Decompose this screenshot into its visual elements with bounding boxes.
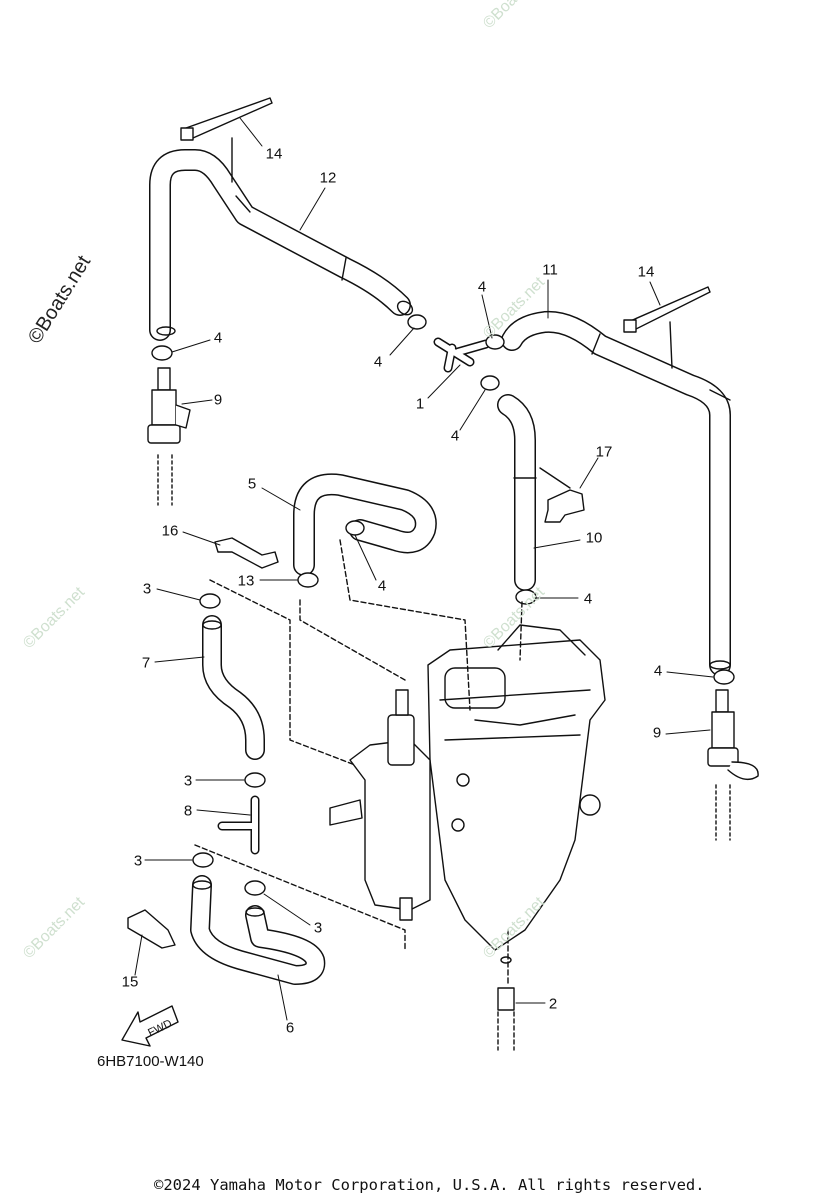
holder-part-16 [214,537,279,569]
part-label: 14 [637,263,655,281]
part-label: 9 [652,724,662,742]
part-label: 4 [377,577,387,595]
hose-part-10 [497,394,537,591]
joint-part-1 [433,337,491,373]
part-label: 4 [653,662,663,680]
part-label: 4 [583,590,593,608]
part-label: 10 [585,529,603,547]
part-label: 13 [237,572,255,590]
cable-tie-part-14-right [623,286,711,369]
pipe-part-2 [497,956,515,1051]
part-label: 12 [319,169,337,187]
hose-part-12 [149,149,414,341]
hose-part-7 [202,615,265,760]
part-label: 3 [183,772,193,790]
part-label: 17 [595,443,613,461]
part-label: 9 [213,391,223,409]
part-label: 3 [313,919,323,937]
part-label: 3 [142,580,152,598]
part-label: 15 [121,973,139,991]
holder-part-17 [539,467,585,523]
copyright-notice: ©2024 Yamaha Motor Corporation, U.S.A. A… [154,1176,705,1194]
part-label: 2 [548,995,558,1013]
hose-part-11 [501,310,731,676]
part-label: 1 [415,395,425,413]
part-label: 16 [161,522,179,540]
part-label: 4 [373,353,383,371]
part-label: 4 [477,278,487,296]
part-label: 11 [542,261,558,279]
diagram-code: 6HB7100-W140 [97,1053,204,1070]
part-label: 3 [133,852,143,870]
connector-part-9-left [147,367,191,506]
connector-part-9-right [707,689,759,841]
hose-part-5 [293,473,437,576]
part-label: 7 [141,654,151,672]
part-label: 5 [247,475,257,493]
cable-tie-part-14-left [180,97,273,183]
part-label: 4 [450,427,460,445]
hose-part-6 [190,875,326,985]
holder-part-15 [127,909,176,949]
leader-lines [134,117,714,1021]
part-label: 14 [265,145,283,163]
part-label: 6 [285,1019,295,1037]
forward-arrow-icon: FWD [121,1005,179,1047]
vapor-separator-assembly [194,539,606,986]
part-label: 4 [213,329,223,347]
hose-clamps [151,314,735,896]
part-label: 8 [183,802,193,820]
joint-part-8 [217,795,260,855]
